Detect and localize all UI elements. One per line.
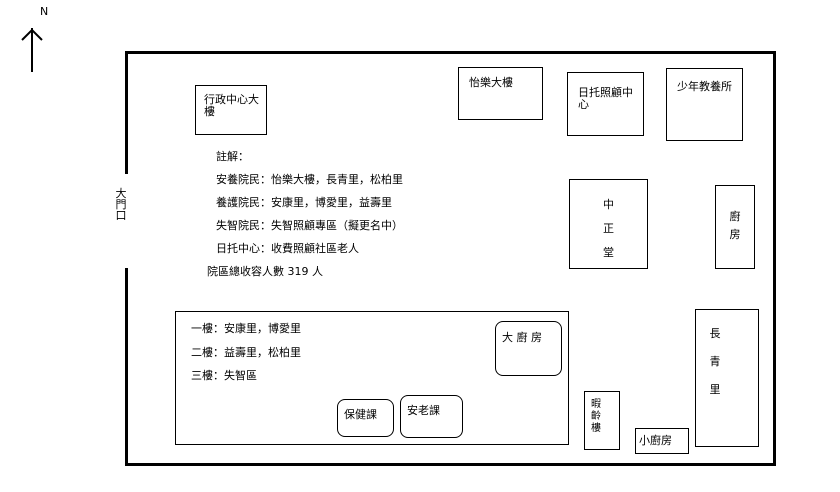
boundary-top xyxy=(125,51,776,54)
building-yile: 怡樂大樓 xyxy=(458,67,543,120)
north-arrow-icon xyxy=(21,28,43,72)
notes-line: 安養院民：怡樂大樓，長青里，松柏里 xyxy=(216,173,403,186)
building-daycare-center: 日托照顧中 心 xyxy=(567,72,644,136)
building-zhongzheng-hall: 中正堂 xyxy=(569,179,648,269)
building-small-kitchen: 小廚房 xyxy=(635,428,689,454)
building-juvenile-center: 少年教養所 xyxy=(666,68,743,141)
notes-line: 失智院民：失智照顧專區（擬更名中） xyxy=(216,219,403,232)
building-admin-center: 行政中心大 樓 xyxy=(195,85,267,135)
building-leisure-hall: 暇齡樓 xyxy=(584,391,620,450)
floor-line: 三樓：失智區 xyxy=(191,369,257,382)
floor-line: 一樓：安康里，博愛里 xyxy=(191,322,301,335)
building-elder-care-section: 安老課 xyxy=(400,395,463,438)
north-label: N xyxy=(40,5,49,18)
building-changqing: 長青里 xyxy=(695,309,759,447)
notes-title: 註解： xyxy=(216,150,249,163)
notes-line: 養護院民：安康里，博愛里，益壽里 xyxy=(216,196,392,209)
building-health-section: 保健課 xyxy=(337,399,394,437)
boundary-right xyxy=(773,51,776,466)
boundary-left-upper xyxy=(125,51,128,174)
boundary-left-lower xyxy=(125,268,128,466)
notes-line: 日托中心：收費照顧社區老人 xyxy=(216,242,359,255)
boundary-bottom xyxy=(125,463,776,466)
building-kitchen: 廚房 xyxy=(715,185,755,269)
notes-total: 院區總收容人數 319 人 xyxy=(207,265,323,278)
floor-line: 二樓：益壽里，松柏里 xyxy=(191,346,301,359)
gate-label: 大門口 xyxy=(115,187,127,222)
building-big-kitchen: 大 廚 房 xyxy=(495,321,562,376)
